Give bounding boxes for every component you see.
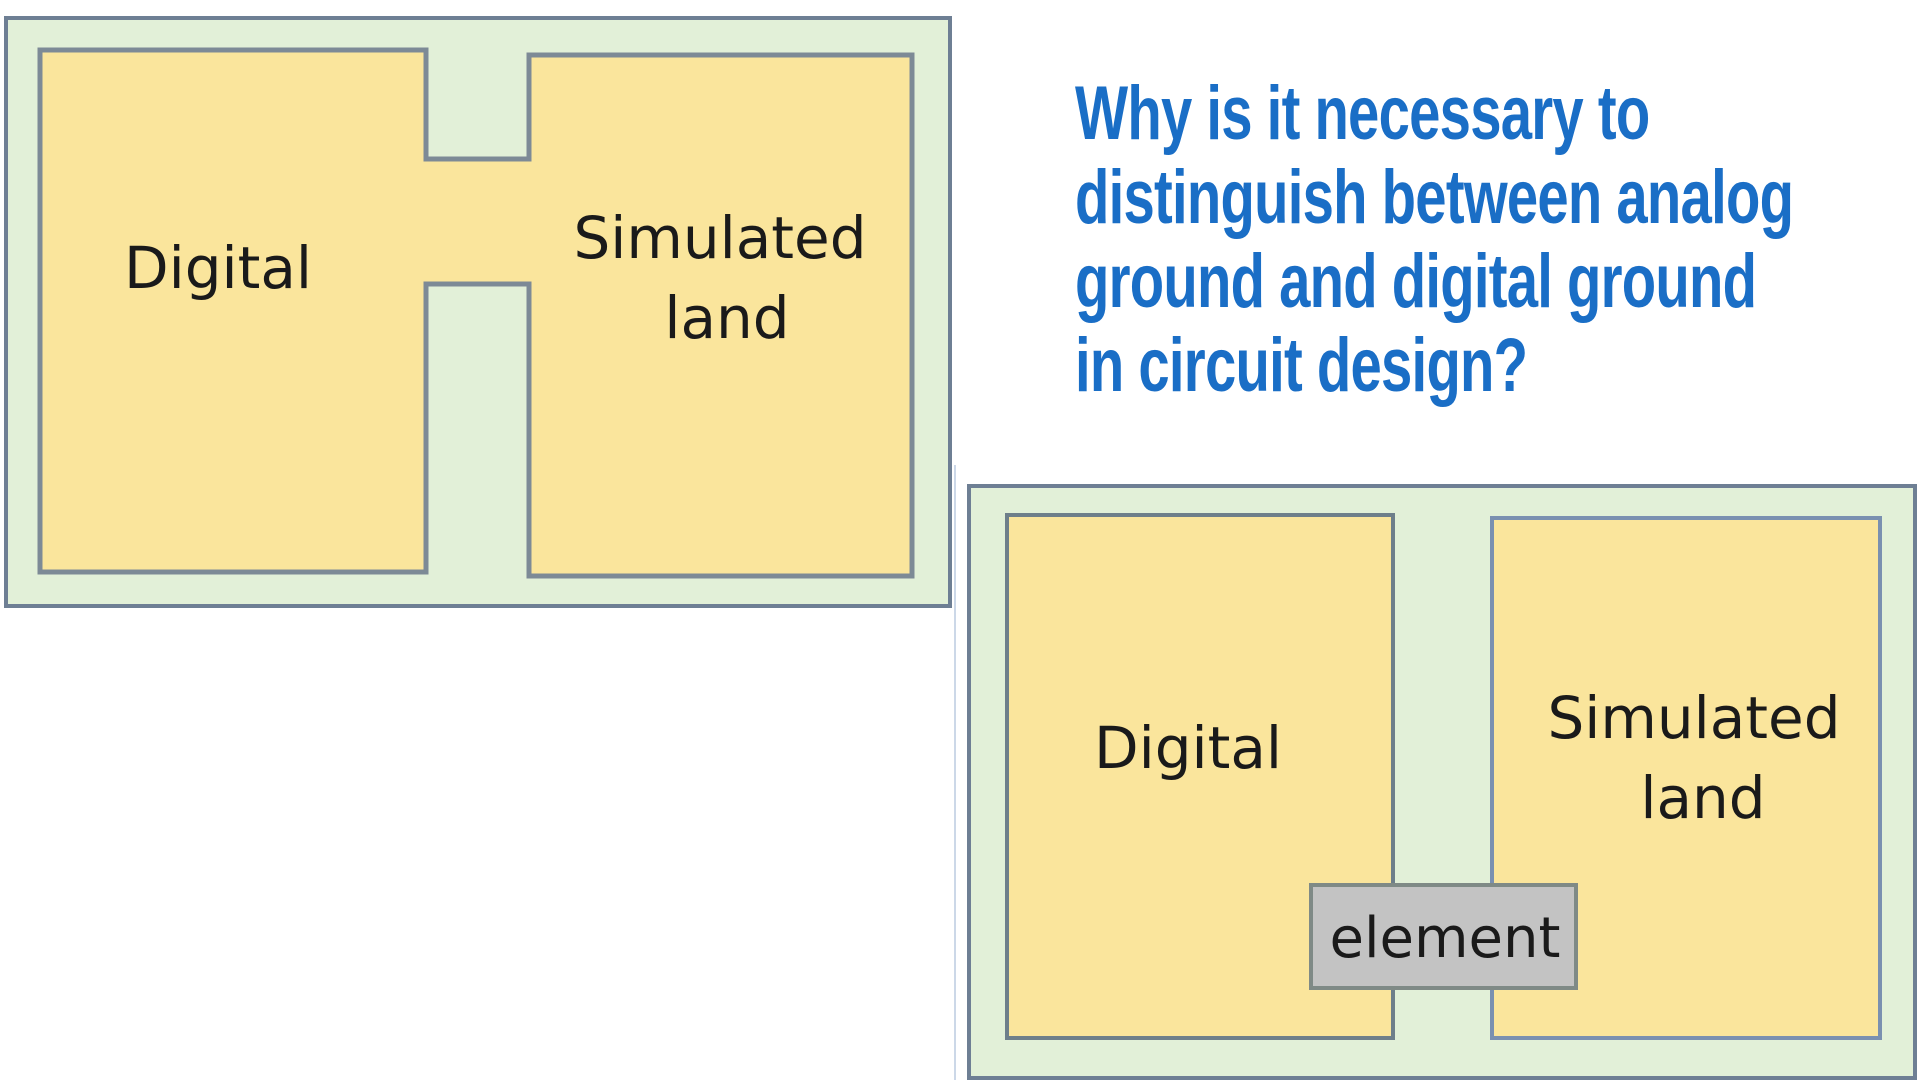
ground-plane-shape [37, 47, 915, 579]
title-line: Why is it necessary to [1075, 71, 1650, 156]
analog-label-line1: Simulated [573, 204, 866, 272]
analog-label-line2: land [1640, 764, 1765, 832]
element-label: element [1330, 906, 1561, 971]
title-line: ground and digital ground [1075, 239, 1757, 324]
diagram-separated-grounds: Digital Simulated land element [967, 484, 1917, 1080]
digital-label: Digital [124, 234, 312, 302]
analog-label-line2: land [664, 284, 789, 352]
question-title: Why is it necessary to distinguish betwe… [1075, 72, 1889, 408]
analog-label-line1: Simulated [1547, 684, 1840, 752]
title-line: in circuit design? [1075, 323, 1528, 408]
digital-label: Digital [1094, 714, 1282, 782]
bridge-element [1309, 883, 1578, 990]
diagram-connected-grounds: Digital Simulated land [4, 16, 952, 608]
title-line: distinguish between analog [1075, 155, 1794, 240]
